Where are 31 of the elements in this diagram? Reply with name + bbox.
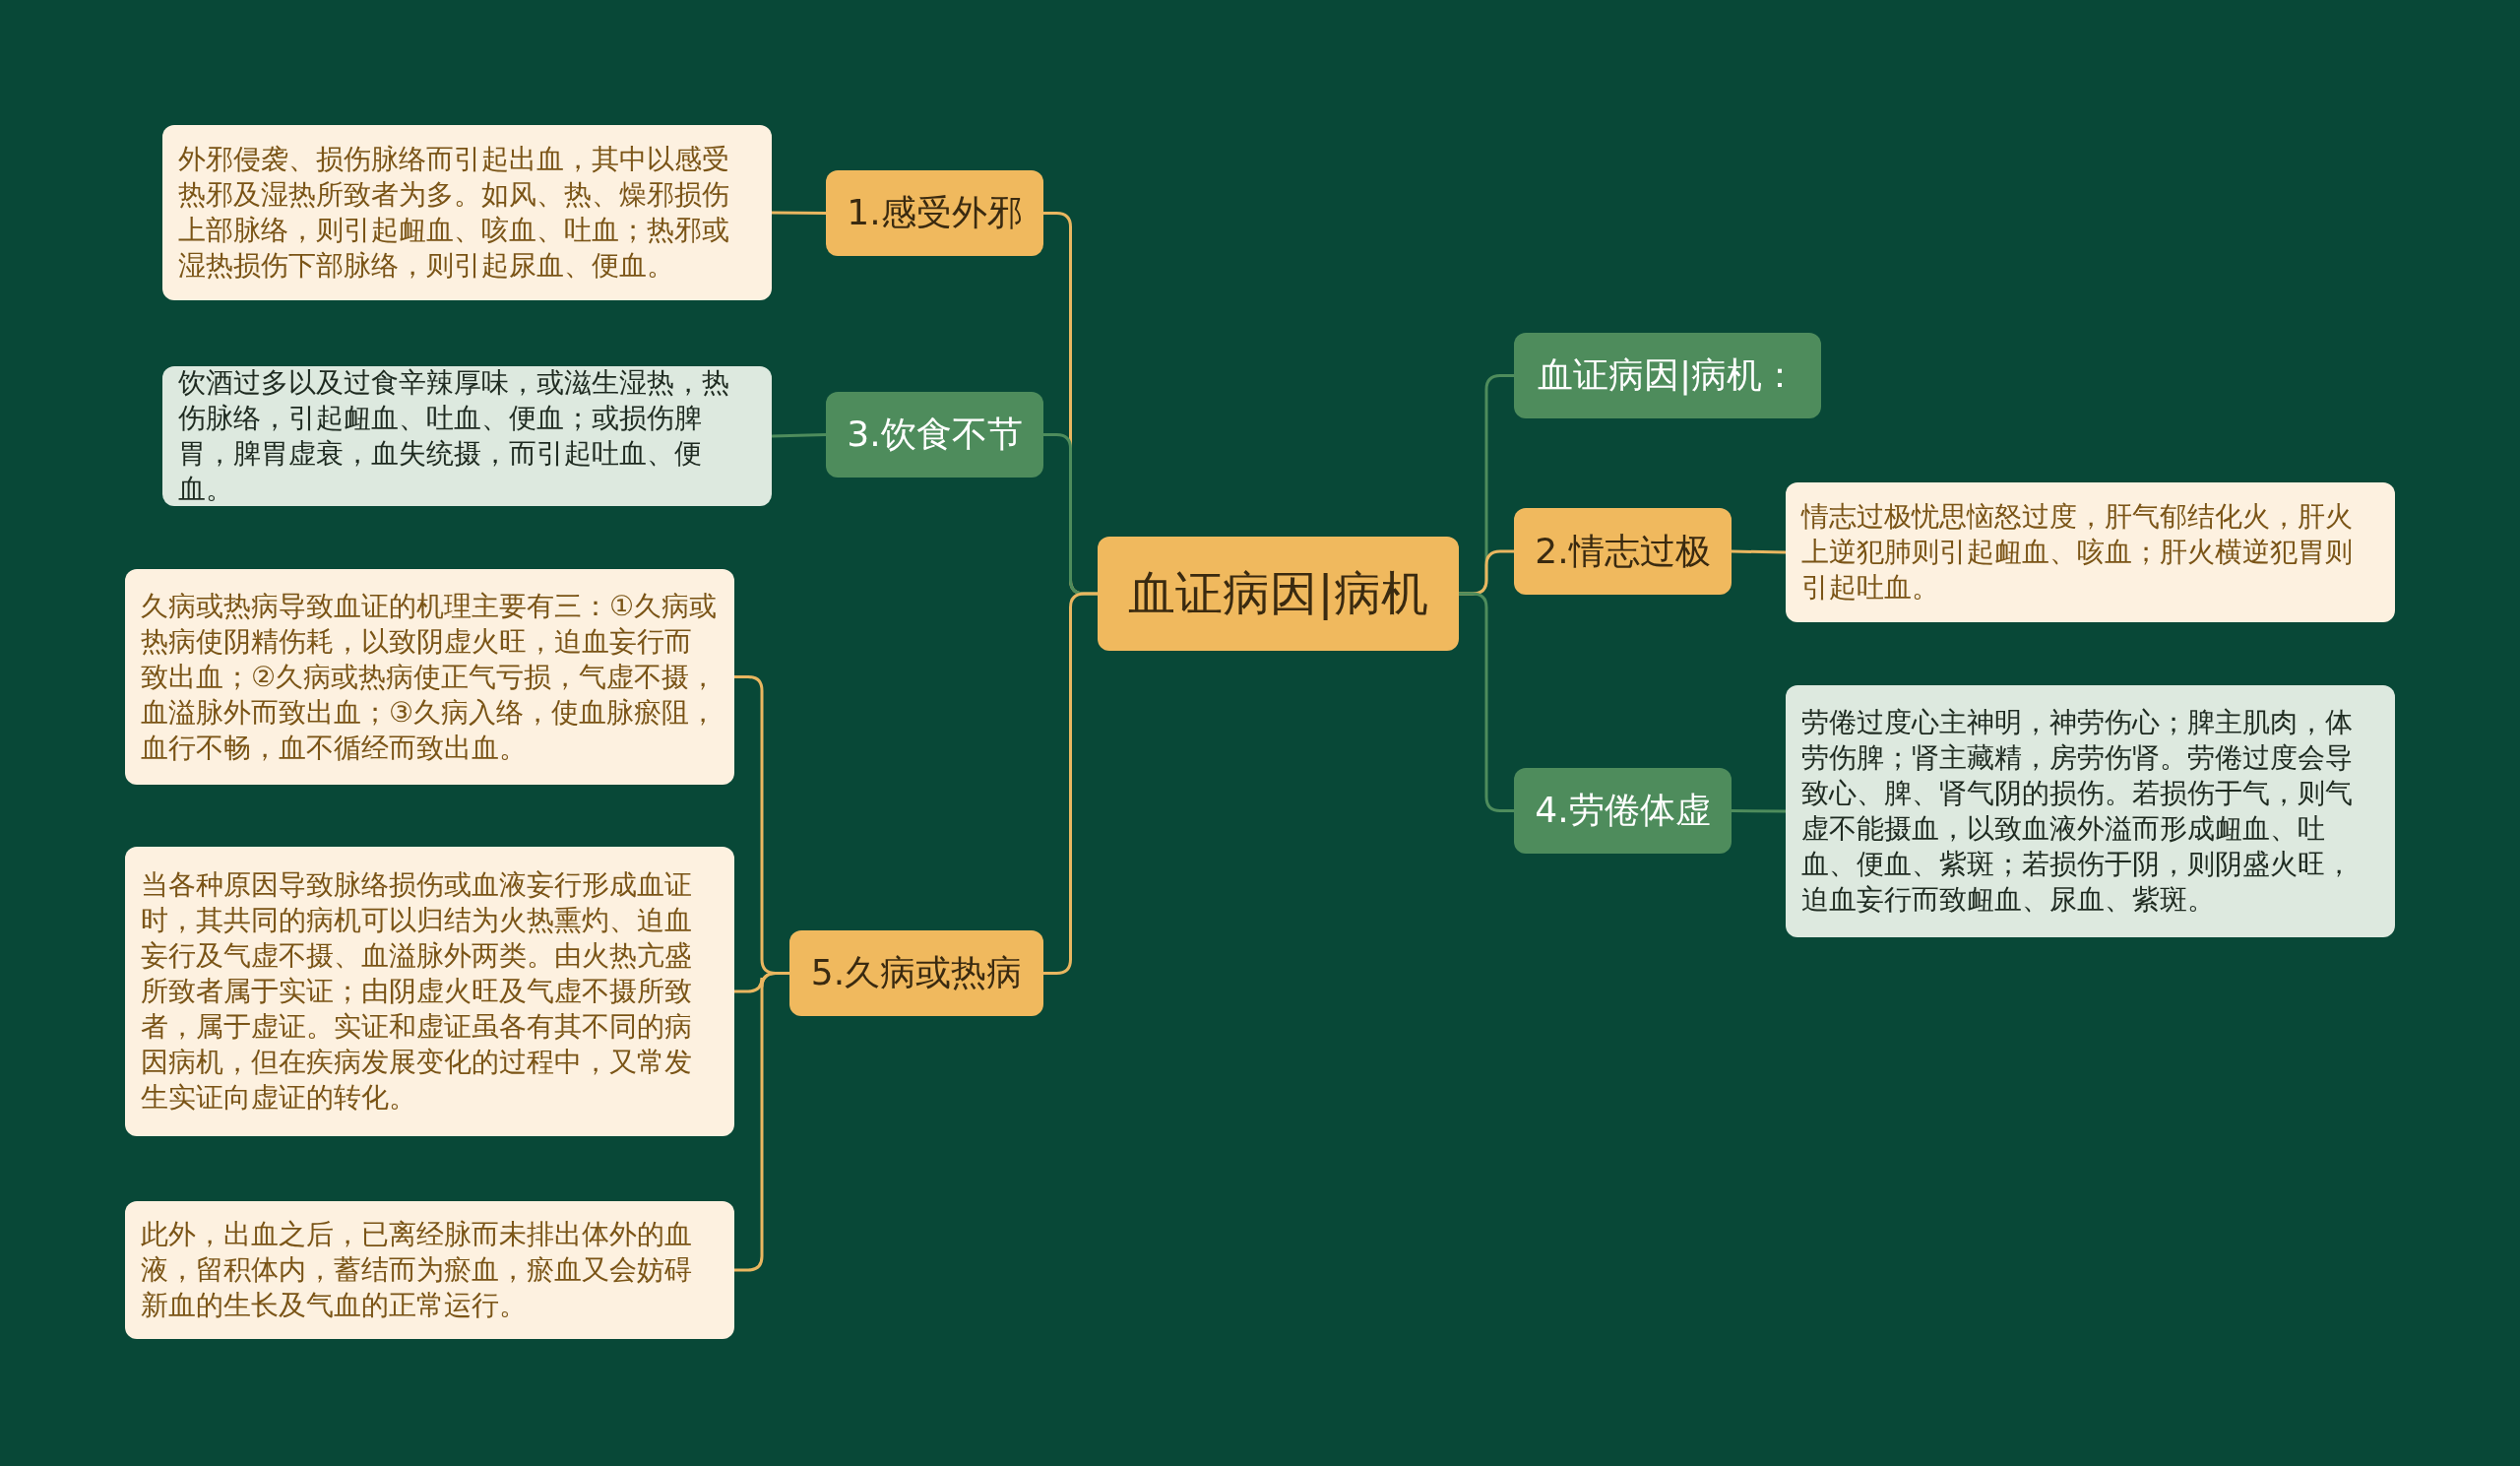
note-box bbox=[125, 847, 734, 1136]
topic-box bbox=[826, 392, 1043, 478]
connector-line bbox=[1732, 809, 1786, 813]
note-box bbox=[1786, 482, 2395, 622]
topic-box bbox=[789, 930, 1043, 1016]
topic-box bbox=[1514, 768, 1732, 854]
topic-text: 3.饮食不节 bbox=[847, 413, 1023, 456]
note-text: 饮酒过多以及过食辛辣厚味，或滋生湿热，热伤脉络，引起衄血、吐血、便血；或损伤脾胃，脾胃虚衰，血失统摄，而引起吐血、便血。 bbox=[178, 365, 730, 507]
connector-line bbox=[772, 211, 826, 215]
note-box bbox=[125, 569, 734, 785]
central-topic-text: 血证病因|病机 bbox=[1128, 564, 1428, 622]
note-text: 情志过极忧思恼怒过度，肝气郁结化火，肝火上逆犯肺则引起衄血、咳血；肝火横逆犯胃则引起吐血。 bbox=[1801, 499, 2354, 606]
topic-box bbox=[1514, 508, 1732, 595]
note-box bbox=[125, 1201, 734, 1339]
note-box bbox=[162, 125, 772, 300]
note-text: 此外，出血之后，已离经脉而未排出体外的血液，留积体内，蓄结而为瘀血，瘀血又会妨碍新血的生长及气血的正常运行。 bbox=[141, 1217, 693, 1323]
topic-text: 1.感受外邪 bbox=[847, 191, 1023, 234]
note-text: 当各种原因导致脉络损伤或血液妄行形成血证时，其共同的病机可以归结为火热熏灼、迫血妄行及气虚不摄、血溢脉外两类。由火热亢盛所致者属于实证；由阴虚火旺及气虚不摄所致者，属于虚证。实证和虚证虽各有其不同的病因病机，但在疾病发展变化的过程中，又常发生实证向虚证的转化。 bbox=[141, 867, 693, 1115]
topic-text: 2.情志过极 bbox=[1535, 529, 1711, 573]
topic-text: 5.久病或热病 bbox=[810, 951, 1023, 994]
note-text: 劳倦过度心主神明，神劳伤心；脾主肌肉，体劳伤脾；肾主藏精，房劳伤肾。劳倦过度会导致心、脾、肾气阴的损伤。若损伤于气，则气虚不能摄血，以致血液外溢而形成衄血、吐血、便血、紫斑；若损伤于阴，则阴盛火旺，迫血妄行而致衄血、尿血、紫斑。 bbox=[1801, 705, 2354, 918]
topic-box bbox=[826, 170, 1043, 256]
note-box bbox=[1786, 685, 2395, 937]
connector-line bbox=[1731, 549, 1787, 554]
topic-box bbox=[1514, 333, 1821, 418]
topic-text: 血证病因|病机： bbox=[1537, 353, 1798, 398]
connector-line bbox=[771, 433, 827, 438]
note-text: 久病或热病导致血证的机理主要有三：①久病或热病使阴精伤耗，以致阴虚火旺，迫血妄行而致出血；②久病或热病使正气亏损，气虚不摄，血溢脉外而致出血；③久病入络，使血脉瘀阻，血行不畅，血不循经而致出血。 bbox=[141, 588, 719, 766]
central-topic-box bbox=[1098, 537, 1459, 651]
topic-text: 4.劳倦体虚 bbox=[1535, 789, 1711, 832]
note-text: 外邪侵袭、损伤脉络而引起出血，其中以感受热邪及湿热所致者为多。如风、热、燥邪损伤上部脉络，则引起衄血、咳血、吐血；热邪或湿热损伤下部脉络，则引起尿血、便血。 bbox=[178, 142, 730, 284]
